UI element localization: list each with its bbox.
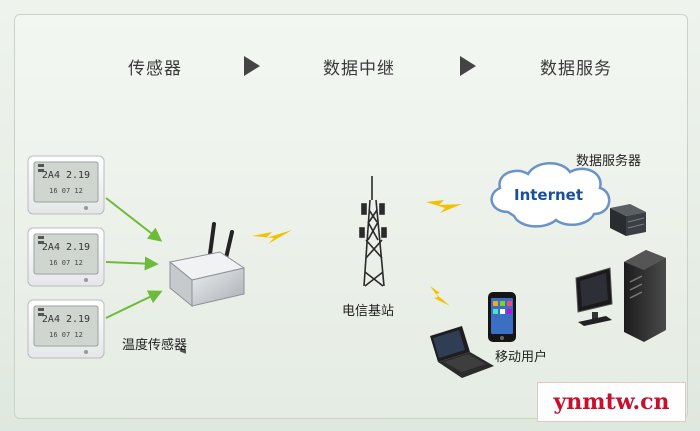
svg-text:2A4 2.19: 2A4 2.19 (42, 170, 90, 181)
base-station-label: 电信基站 (342, 304, 395, 319)
tower-icon (359, 176, 387, 287)
link-arrow-1 (105, 197, 163, 242)
sensor-device-2: 2A4 2.19 16 07 12 (27, 227, 105, 287)
internet-label: Internet (514, 186, 584, 204)
mobile-user-label: 移动用户 (495, 350, 548, 365)
desktop-computer-icon (575, 250, 666, 342)
link-arrow-3 (105, 290, 163, 319)
sensor-label: 温度传感器 (122, 338, 188, 353)
svg-text:2A4 2.19: 2A4 2.19 (42, 314, 90, 325)
stage-relay: 数据中继 (323, 59, 395, 79)
signal-icon-1 (252, 230, 292, 244)
stage-service: 数据服务 (540, 59, 612, 79)
svg-text:16 07 12: 16 07 12 (49, 331, 83, 339)
stage-sensor: 传感器 (128, 59, 182, 79)
rack-server-icon (610, 204, 646, 236)
svg-text:2A4 2.19: 2A4 2.19 (42, 242, 90, 253)
sensor-device-3: 2A4 2.19 16 07 12 (27, 299, 105, 359)
sensor-device-1: 2A4 2.19 16 07 12 (27, 155, 105, 215)
svg-text:16 07 12: 16 07 12 (49, 259, 83, 267)
watermark: ynmtw.cn (537, 382, 686, 422)
signal-icon-2 (426, 200, 462, 213)
server-label: 数据服务器 (576, 154, 642, 169)
gateway-icon (168, 222, 246, 354)
smartphone-icon (488, 292, 516, 342)
signal-icon-3 (430, 286, 450, 306)
internet-cloud-icon (490, 162, 611, 228)
link-arrow-2 (105, 256, 159, 271)
laptop-icon (430, 326, 494, 378)
svg-text:16 07 12: 16 07 12 (49, 187, 83, 195)
watermark-text: ynmtw.cn (553, 389, 670, 415)
stage-arrow-2 (460, 56, 476, 76)
stage-arrow-1 (244, 56, 260, 76)
